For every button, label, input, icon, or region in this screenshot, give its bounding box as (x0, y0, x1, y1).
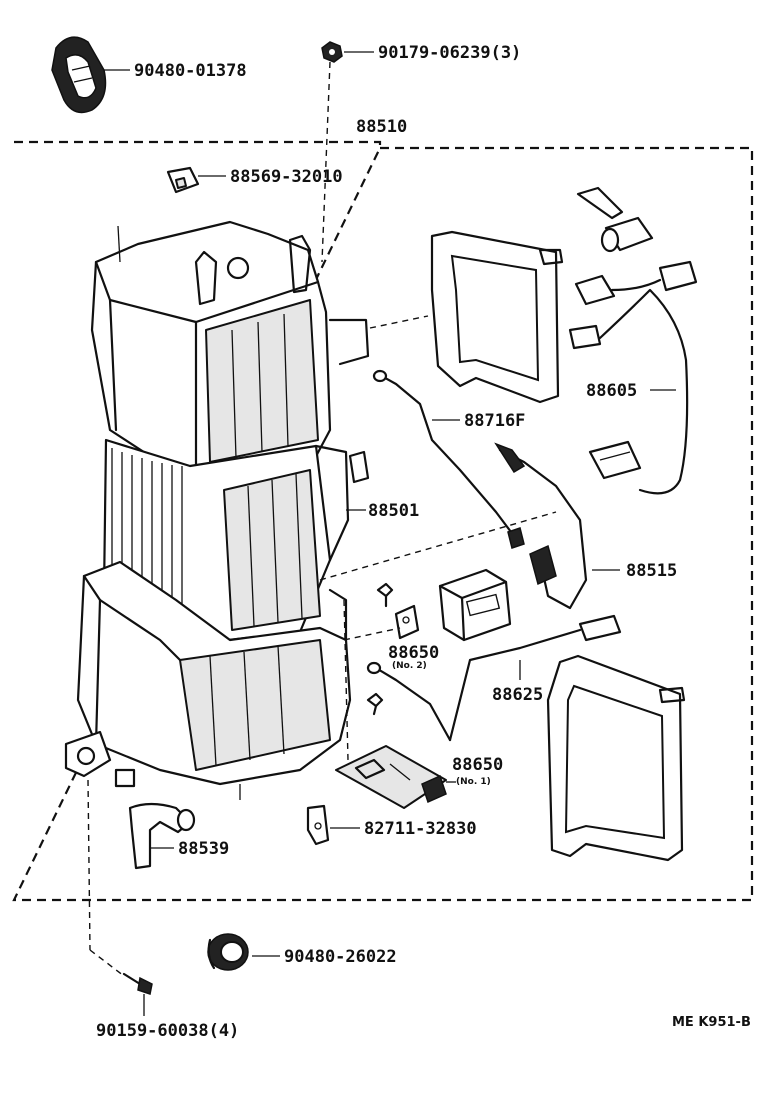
thermistor-88515 (494, 442, 620, 610)
guide-line-middle (319, 511, 557, 581)
seal-frame-upper (430, 230, 564, 404)
grommet-90480-01378 (51, 36, 130, 114)
label-90159-60038: 90159-60038(4) (96, 1021, 239, 1041)
bracket-82711-32830 (306, 804, 360, 846)
grommet-90480-26022 (207, 933, 280, 971)
label-88515: 88515 (626, 561, 677, 581)
label-88650-no1-sub: (No. 1) (456, 777, 491, 787)
screw-upper (376, 582, 394, 608)
label-88539: 88539 (178, 839, 229, 859)
label-88605: 88605 (586, 381, 637, 401)
label-88650-no2-sub: (No. 2) (392, 661, 427, 671)
cooling-unit-case-upper (90, 220, 370, 472)
label-88716f: 88716F (464, 411, 525, 431)
wire-harness-88605 (568, 186, 698, 495)
screw-lower (366, 692, 384, 716)
assembly-boundary (12, 140, 754, 902)
label-88569-32010: 88569-32010 (230, 167, 343, 187)
label-90179-06239: 90179-06239(3) (378, 43, 521, 63)
label-82711-32830: 82711-32830 (364, 819, 477, 839)
screw-90179-06239 (321, 41, 374, 263)
harness-88625 (366, 614, 622, 742)
small-clip (348, 450, 370, 484)
label-88650-no2: 88650 (388, 643, 439, 663)
label-90480-01378: 90480-01378 (134, 61, 247, 81)
label-88625: 88625 (492, 685, 543, 705)
seal-frame-lower (546, 654, 686, 862)
guide-line-lower (343, 627, 401, 641)
amplifier-88650-no2 (438, 568, 512, 642)
guide-line-upper (369, 315, 429, 329)
label-88510: 88510 (356, 117, 407, 137)
bolt-90159-60038 (87, 779, 153, 1016)
label-88650-no1: 88650 (452, 755, 503, 775)
figure-code: ME K951-B (672, 1015, 751, 1030)
drain-hose-88539 (128, 802, 196, 870)
thermistor-88716F (372, 369, 525, 549)
amplifier-board-88650-no1 (335, 745, 456, 809)
cooling-unit-case-lower (64, 560, 352, 800)
clip-88569-32010 (166, 166, 226, 194)
guide-line-vertical (343, 599, 349, 761)
label-88501: 88501 (368, 501, 419, 521)
bracket-88650-no2 (394, 604, 420, 640)
label-90480-26022: 90480-26022 (284, 947, 397, 967)
